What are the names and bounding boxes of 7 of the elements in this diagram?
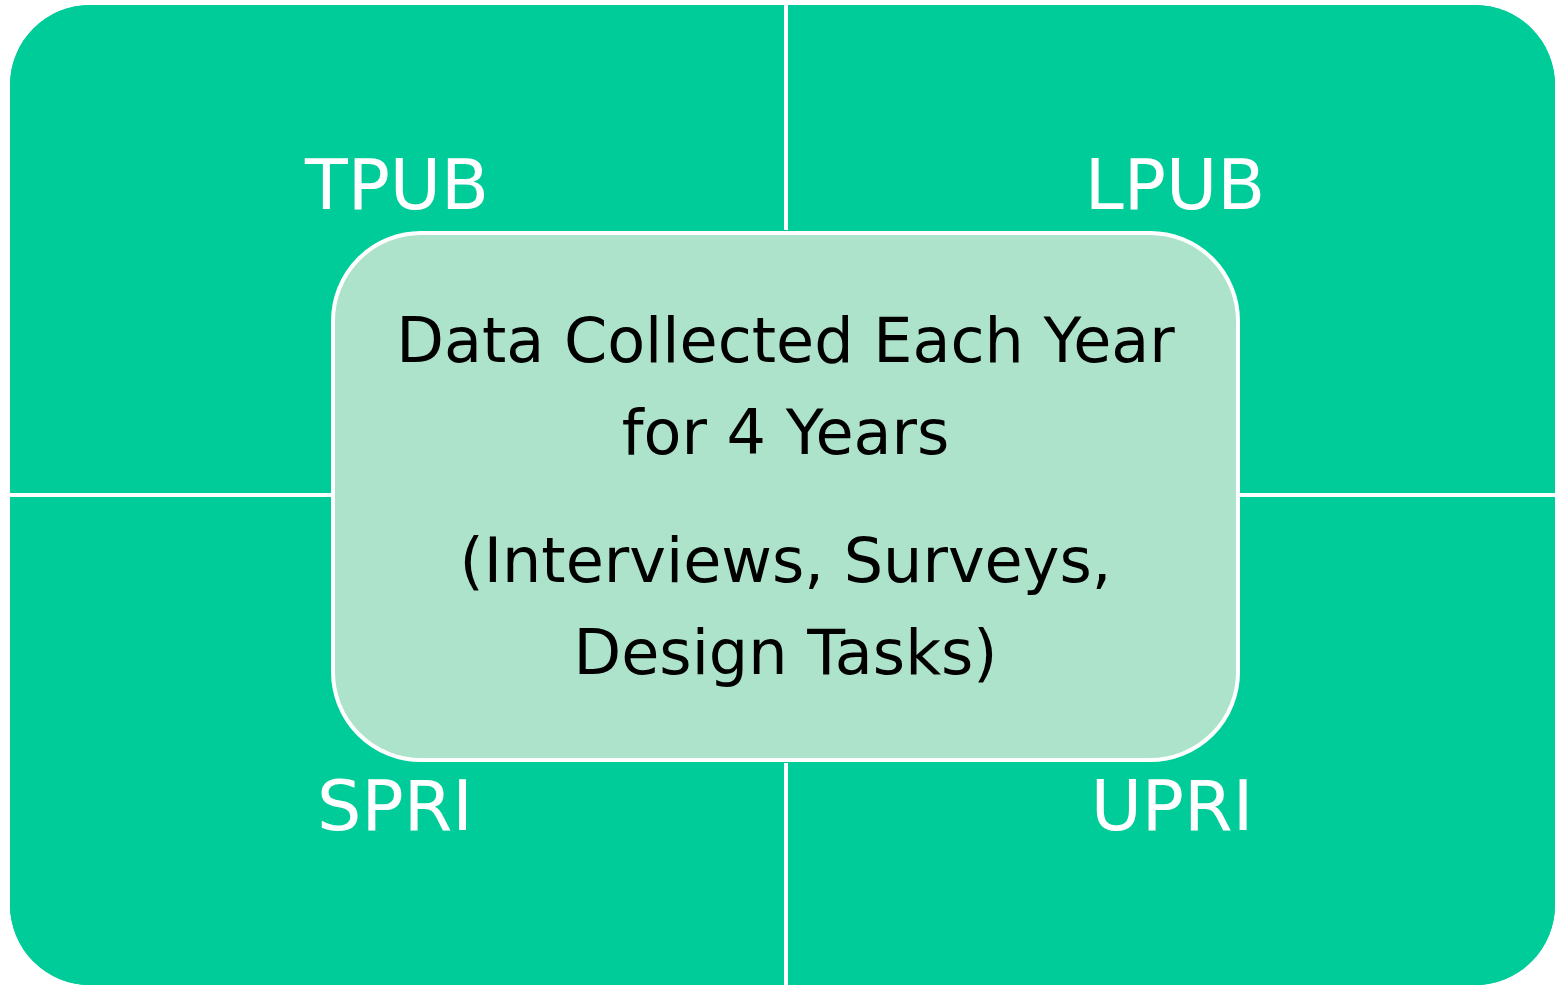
quadrant-label: SPRI bbox=[317, 771, 473, 841]
quadrant-label: TPUB bbox=[304, 150, 490, 220]
center-text: (Interviews, Surveys, Design Tasks) bbox=[458, 522, 1113, 691]
center-heading: Data Collected Each Year for 4 Years bbox=[395, 302, 1176, 471]
quadrant-label: LPUB bbox=[1084, 150, 1266, 220]
center-box bbox=[331, 231, 1240, 762]
quadrant-label: UPRI bbox=[1090, 771, 1254, 841]
